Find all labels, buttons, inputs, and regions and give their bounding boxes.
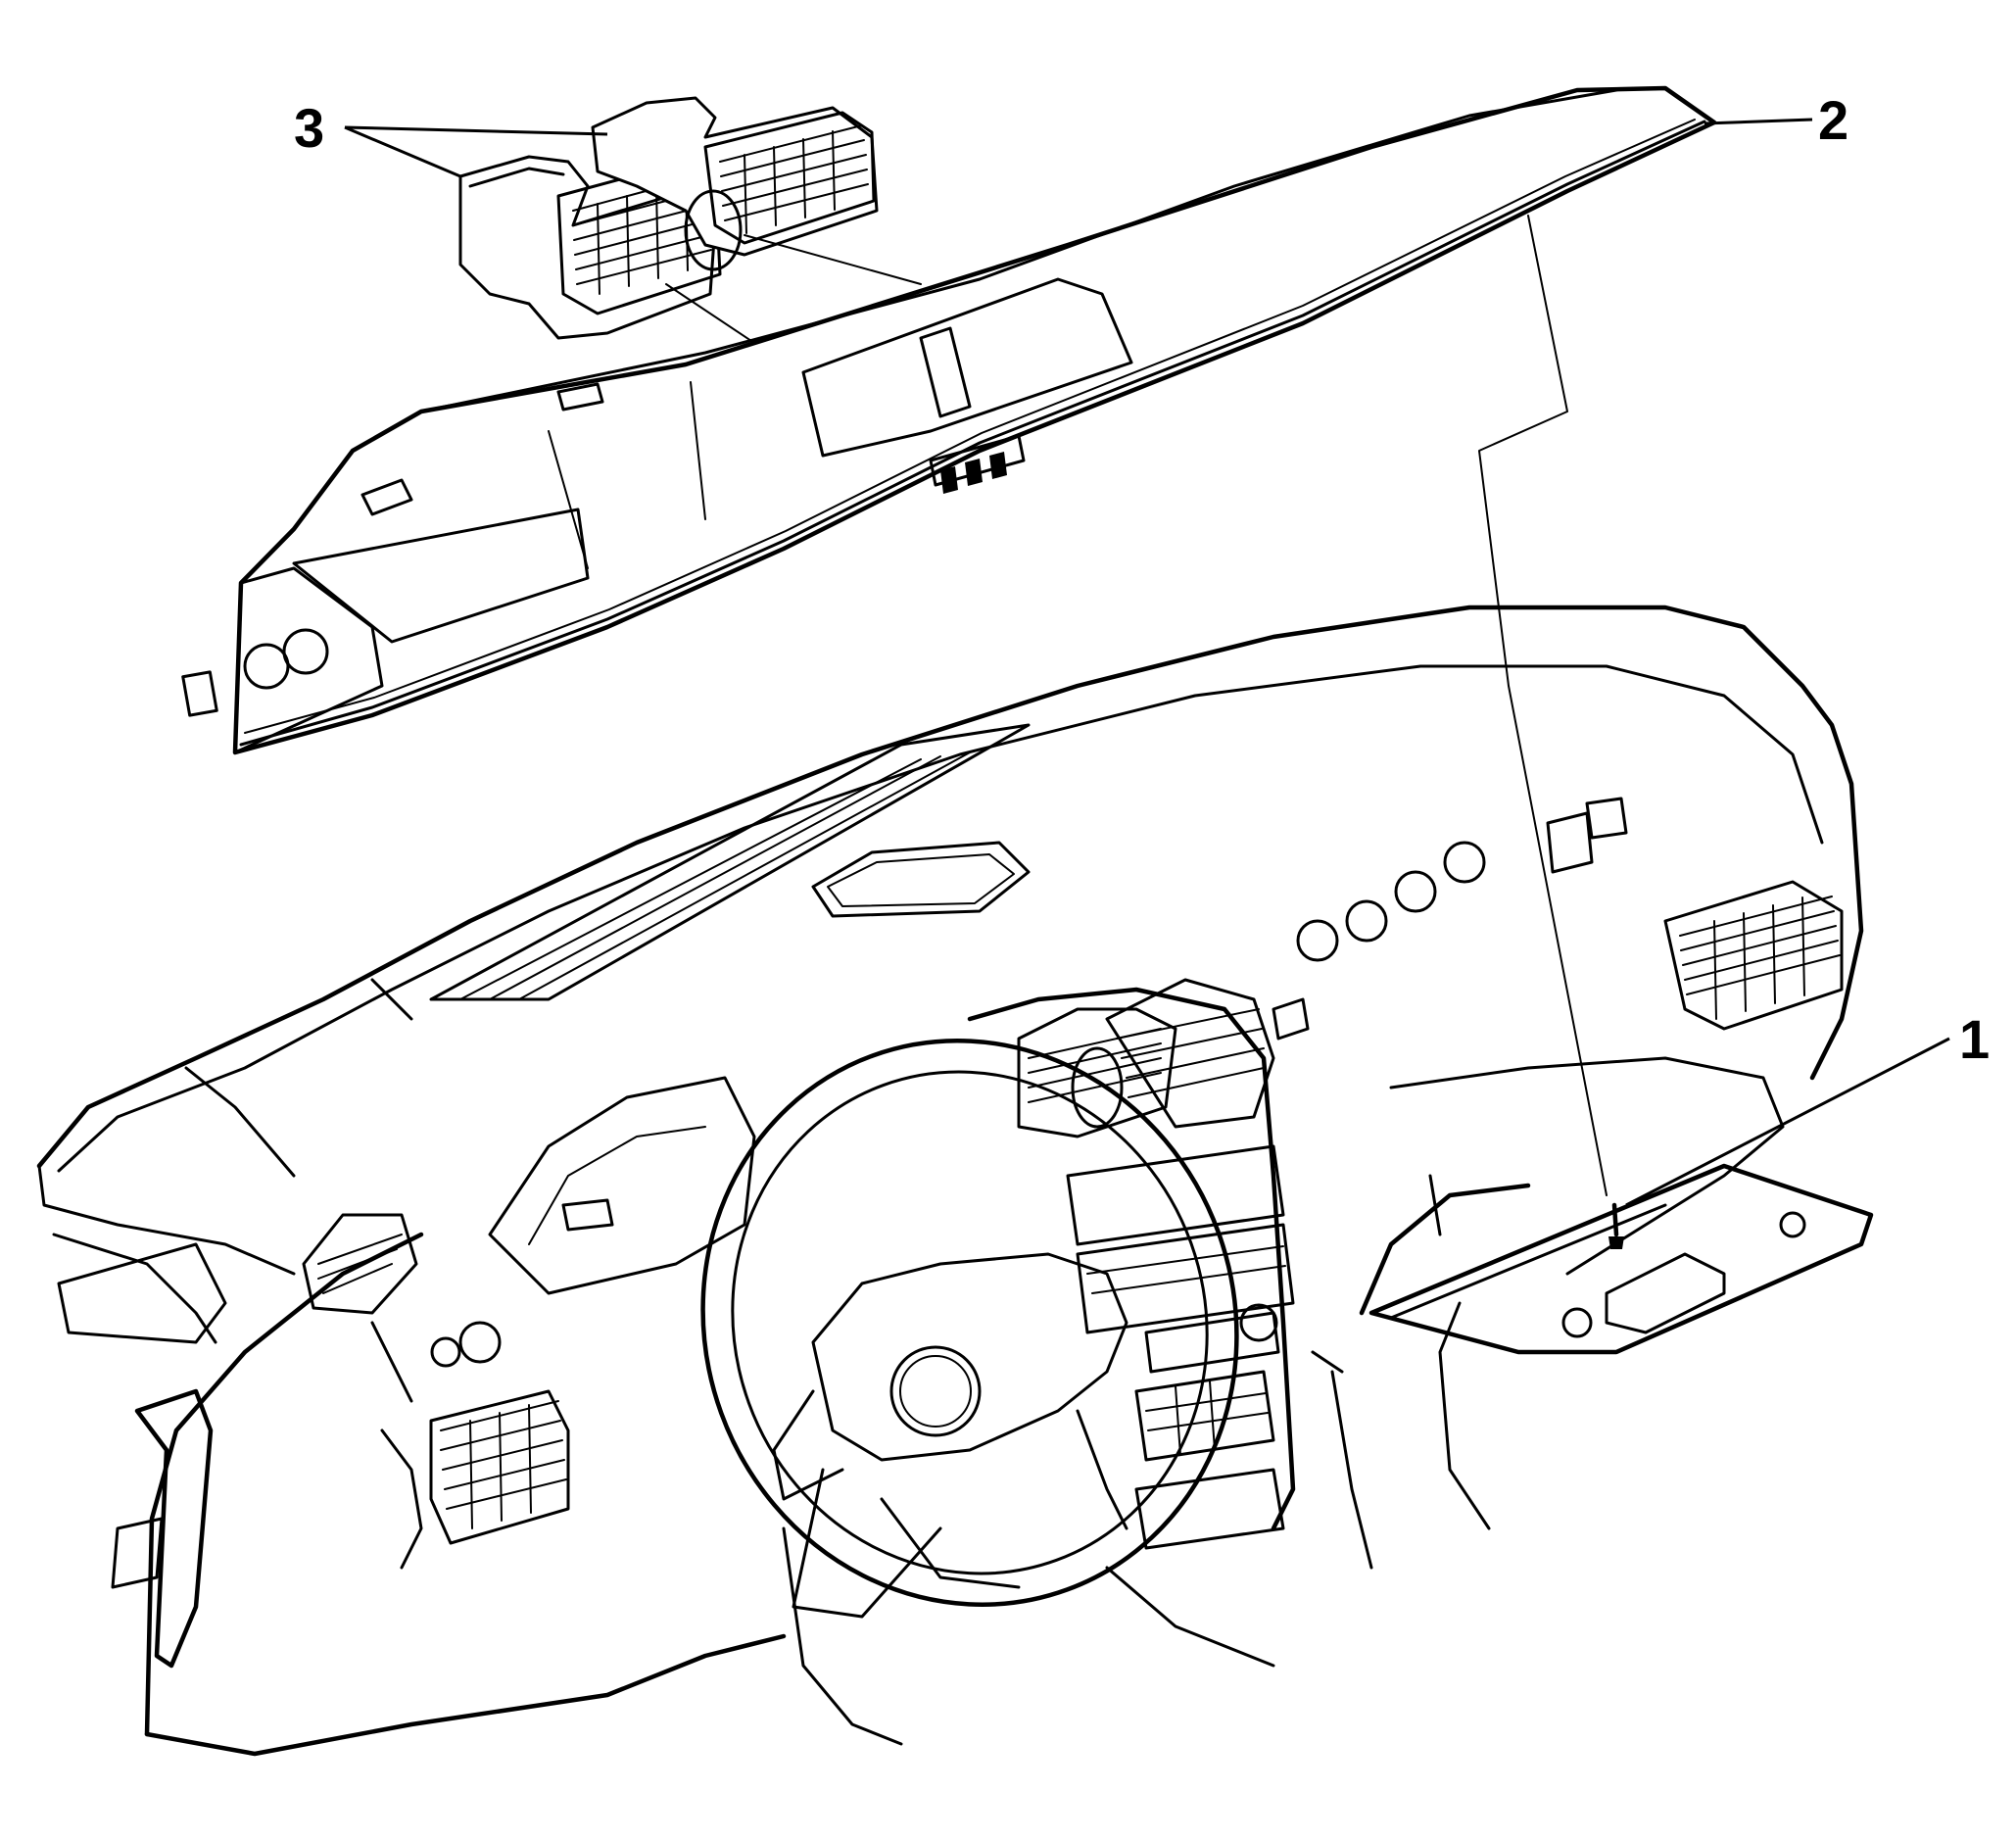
- fastener: [1608, 1202, 1624, 1249]
- center-air-outlets: [458, 96, 879, 340]
- callout-3-label: 3: [294, 97, 324, 159]
- leader-1: [1625, 1037, 1950, 1207]
- upper-trim-pad: [181, 85, 1717, 755]
- leader-2: [1704, 118, 1813, 125]
- instrument-panel: [36, 605, 1874, 1757]
- leader-3b: [344, 125, 461, 178]
- callout-2-label: 2: [1818, 89, 1848, 151]
- callout-1-label: 1: [1959, 1008, 1990, 1070]
- leader-3a: [344, 125, 608, 136]
- callout-leaders: [344, 118, 1950, 1207]
- assembly-lines: [665, 215, 1608, 1196]
